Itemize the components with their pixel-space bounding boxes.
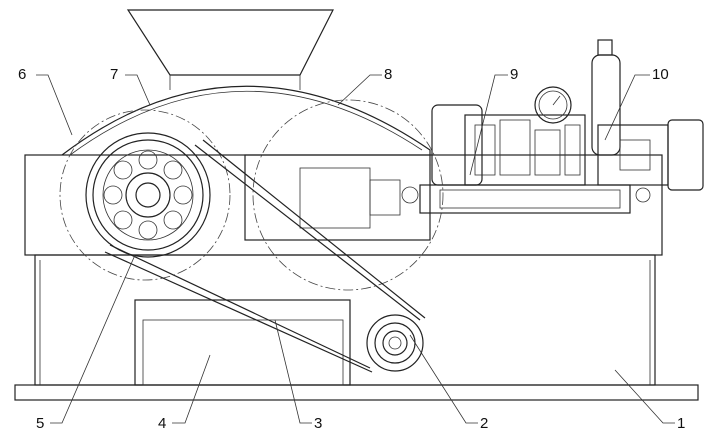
leader-lines bbox=[36, 74, 675, 424]
callout-10: 10 bbox=[652, 66, 669, 83]
frame-body bbox=[34, 254, 656, 386]
v-belt-upper bbox=[194, 144, 421, 321]
fixed-roller-outline bbox=[59, 109, 231, 281]
hopper bbox=[126, 9, 334, 76]
callout-9: 9 bbox=[510, 66, 519, 83]
discharge-box bbox=[134, 299, 351, 386]
hydraulic-station bbox=[464, 114, 586, 186]
callout-2: 2 bbox=[480, 415, 489, 432]
v-belt-lower bbox=[109, 244, 371, 369]
callout-7: 7 bbox=[110, 66, 119, 83]
roller-cover bbox=[61, 85, 431, 156]
base-plate bbox=[14, 384, 699, 401]
callout-4: 4 bbox=[158, 415, 167, 432]
accumulator bbox=[591, 54, 621, 156]
callout-8: 8 bbox=[384, 66, 393, 83]
callout-5: 5 bbox=[36, 415, 45, 432]
large-pulley bbox=[85, 132, 211, 258]
callout-3: 3 bbox=[314, 415, 323, 432]
callout-1: 1 bbox=[677, 415, 686, 432]
pressure-gauge bbox=[534, 86, 572, 124]
small-pulley bbox=[366, 314, 424, 372]
movable-roller-outline bbox=[252, 99, 444, 291]
callout-6: 6 bbox=[18, 66, 27, 83]
